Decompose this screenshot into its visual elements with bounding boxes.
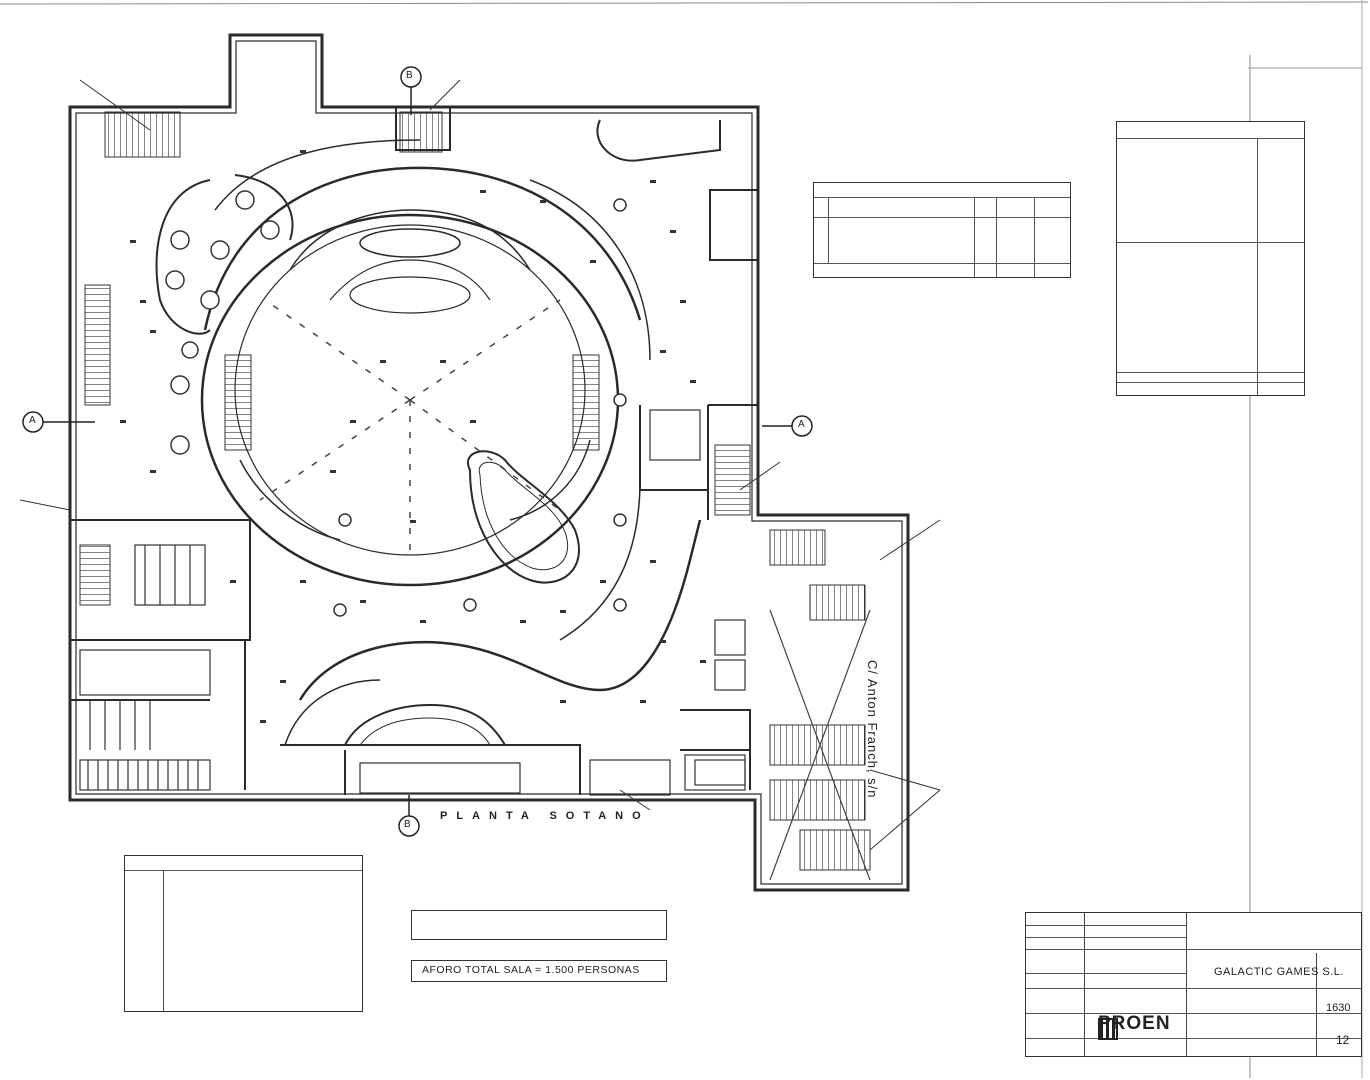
street-label: C/ Anton Franch, s/n <box>865 660 880 799</box>
company-name: GALACTIC GAMES S.L. <box>1214 966 1344 978</box>
building-outline <box>68 33 910 892</box>
kidney-bar <box>467 450 580 584</box>
bottom-arcs <box>284 479 702 746</box>
surface-schedule <box>1116 121 1305 396</box>
plan-title: PLANTA SOTANO <box>440 810 650 822</box>
toilet-rows <box>79 544 211 791</box>
section-marker-label: A <box>29 415 36 426</box>
central-hall <box>200 139 651 587</box>
void-cross-lines <box>769 609 871 881</box>
left-lounge <box>155 174 294 335</box>
capacity-box: AFORO TOTAL SALA = 1.500 PERSONAS <box>411 960 667 982</box>
leader-lines <box>19 79 941 851</box>
room-blocks <box>359 409 746 796</box>
section-marker-icon <box>22 66 813 837</box>
legend-box <box>124 855 363 1012</box>
section-marker-label: B <box>406 70 413 81</box>
table-cluster-icon <box>165 190 627 617</box>
firm-logo: PROEN <box>1098 1013 1171 1034</box>
equipment-schedule <box>813 182 1071 278</box>
proen-logo-icon <box>1098 1018 1118 1040</box>
section-marker-label: A <box>798 419 805 430</box>
title-block: GALACTIC GAMES S.L. PROEN 1630 12 <box>1025 912 1362 1057</box>
drawing-code: 1630 <box>1326 1002 1351 1014</box>
stair-hatch-icon <box>79 111 871 871</box>
note-box <box>411 910 667 940</box>
sheet-number: 12 <box>1336 1033 1350 1047</box>
section-marker-label: B <box>404 819 411 830</box>
capacity-note: AFORO TOTAL SALA = 1.500 PERSONAS <box>422 964 640 976</box>
slot-machine-icon <box>120 150 706 723</box>
radial-lines <box>259 299 561 560</box>
